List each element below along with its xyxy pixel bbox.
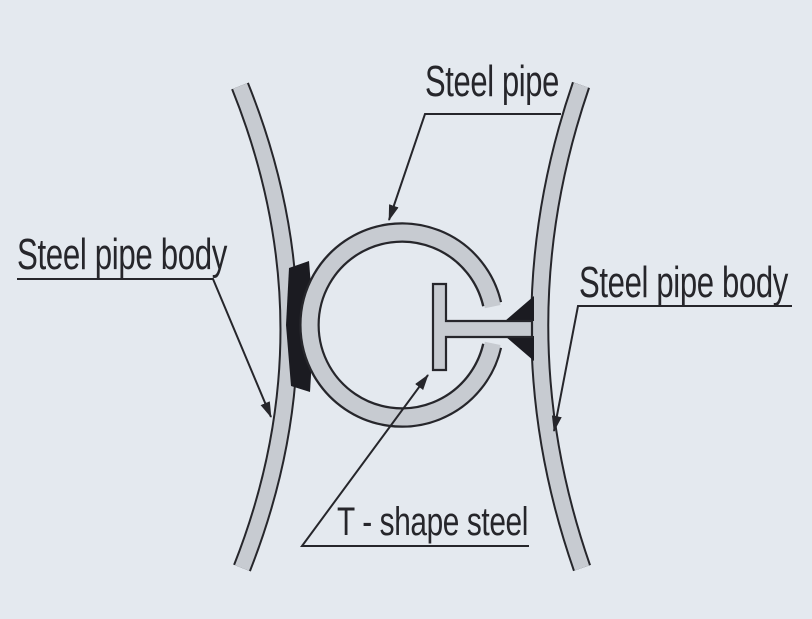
leader-t-shape-steel	[300, 374, 529, 547]
right-pipe-fill	[532, 82, 590, 571]
t-shape-steel-profile	[431, 282, 534, 372]
weld-right-lower	[505, 336, 534, 361]
leader-steel-pipe-body-right	[551, 305, 792, 432]
ring-fill	[301, 224, 501, 426]
label-steel-pipe-body-left: Steel pipe body	[17, 230, 227, 279]
steel-pipe-body-right-shape	[530, 81, 591, 572]
steel-pipe-ring	[299, 222, 503, 428]
leader-steel-pipe-body-left	[17, 278, 272, 418]
label-steel-pipe-body-right: Steel pipe body	[579, 258, 788, 307]
leader-steel-pipe	[388, 113, 561, 221]
weld-right-upper	[505, 296, 534, 321]
label-steel-pipe: Steel pipe	[425, 57, 559, 106]
label-t-shape-steel: T - shape steel	[337, 500, 528, 544]
